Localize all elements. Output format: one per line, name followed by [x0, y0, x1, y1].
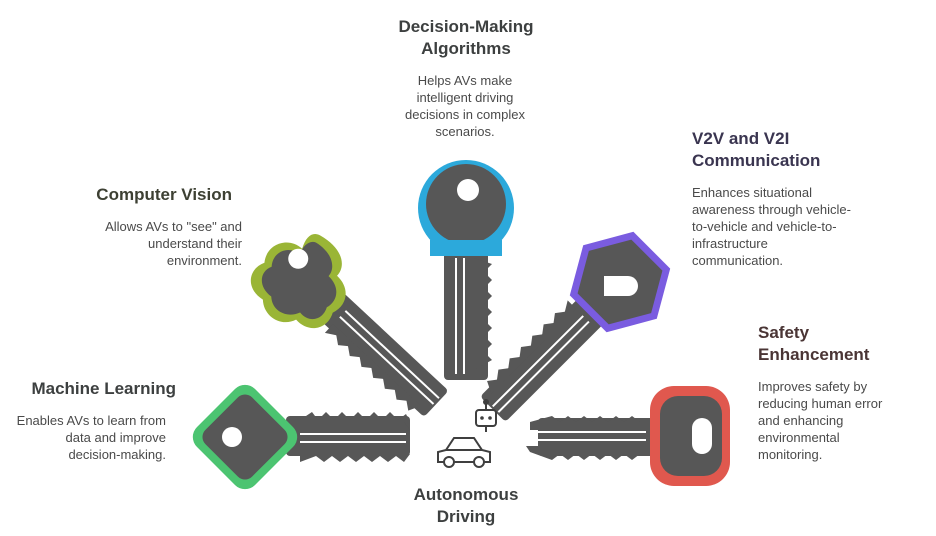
ml-key-icon — [192, 384, 410, 490]
center-title: Autonomous Driving — [413, 485, 519, 526]
safety-key-icon — [526, 386, 730, 486]
safety-description: Improves safety by reducing human error … — [758, 379, 883, 462]
vision-title: Computer Vision — [96, 185, 232, 204]
vision-description: Allows AVs to "see" and understand their… — [105, 219, 242, 268]
decision-description: Helps AVs make intelligent driving decis… — [405, 73, 525, 139]
safety-title: Safety Enhancement — [758, 323, 870, 364]
vision-key-icon — [250, 233, 447, 416]
ml-description: Enables AVs to learn from data and impro… — [16, 413, 166, 462]
v2v-key-icon — [481, 231, 671, 421]
robot-icon — [475, 399, 497, 432]
decision-label: Decision-Making Algorithms — [376, 16, 556, 60]
v2v-description: Enhances situational awareness through v… — [692, 185, 851, 268]
car-icon — [437, 437, 491, 468]
ml-title: Machine Learning — [31, 379, 176, 398]
decision-key-icon — [418, 160, 514, 380]
decision-title: Decision-Making Algorithms — [398, 17, 534, 58]
v2v-title: V2V and V2I Communication — [692, 129, 821, 170]
